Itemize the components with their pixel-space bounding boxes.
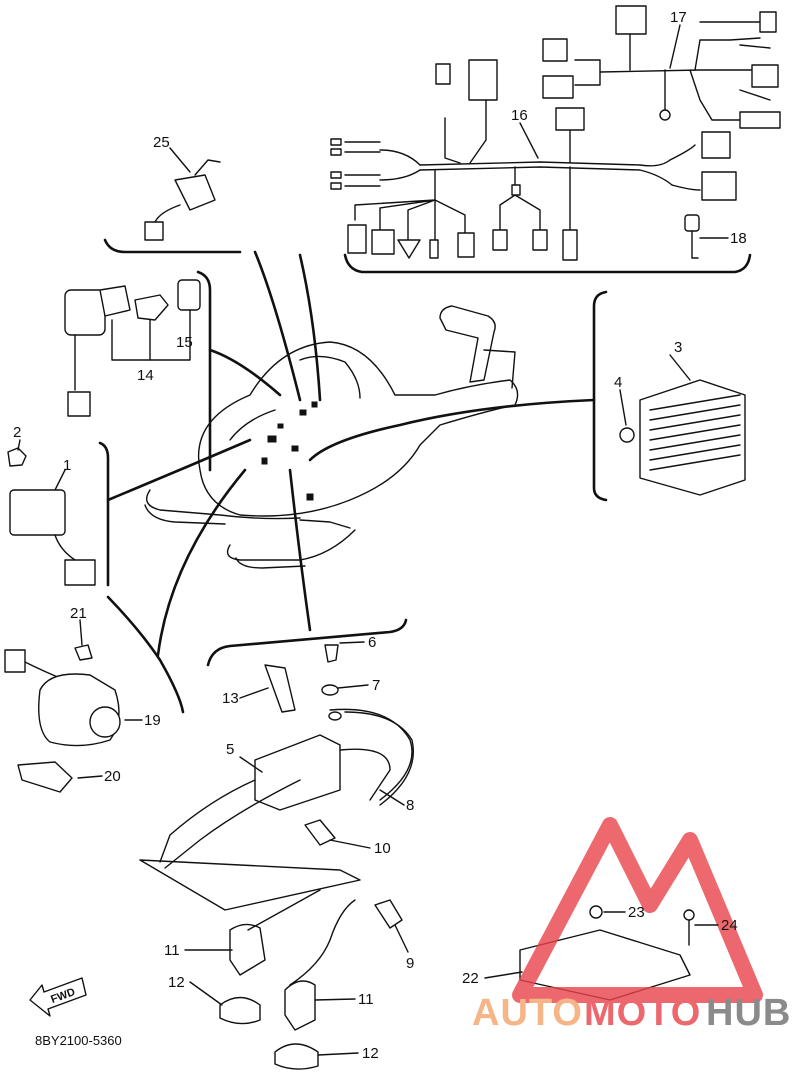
callout-2: 2 xyxy=(13,424,21,441)
callout-15: 15 xyxy=(176,334,193,351)
callout-11b: 11 xyxy=(358,991,374,1008)
callout-24: 24 xyxy=(721,917,738,934)
callout-10: 10 xyxy=(374,840,391,857)
callout-numbers: 1 2 3 4 5 6 7 8 9 10 11 11 12 12 13 14 1… xyxy=(13,9,747,1062)
callout-4: 4 xyxy=(614,374,622,391)
watermark-logo: AUTO MOTO HUB xyxy=(472,817,791,1034)
watermark-text-hub: HUB xyxy=(706,992,791,1034)
callout-17: 17 xyxy=(670,9,687,26)
callout-18: 18 xyxy=(730,230,747,247)
part-code: 8BY2100-5360 xyxy=(35,1033,122,1048)
forward-arrow: FWD xyxy=(29,977,87,1017)
mounting-bracket-part xyxy=(519,905,695,1001)
callout-21: 21 xyxy=(70,605,87,622)
spare-key-part xyxy=(684,214,700,259)
watermark-text-auto: AUTO xyxy=(472,992,583,1034)
callout-13: 13 xyxy=(222,690,239,707)
callout-12a: 12 xyxy=(168,974,185,991)
switch-part xyxy=(144,159,221,241)
callout-11a: 11 xyxy=(164,942,180,959)
ignition-coil-part xyxy=(139,644,414,1070)
callout-1: 1 xyxy=(63,457,71,474)
callout-9: 9 xyxy=(406,955,414,972)
callout-16: 16 xyxy=(511,107,528,124)
mounted-parts xyxy=(261,401,318,501)
callout-25: 25 xyxy=(153,134,170,151)
callout-14: 14 xyxy=(137,367,154,384)
callout-8: 8 xyxy=(406,797,414,814)
callout-6: 6 xyxy=(368,634,376,651)
callout-20: 20 xyxy=(104,768,121,785)
cdi-unit-part xyxy=(7,447,96,586)
regulator-part xyxy=(619,379,746,496)
callout-22: 22 xyxy=(462,970,479,987)
lighting-coil-part xyxy=(4,644,121,793)
snowmobile-outline xyxy=(144,305,519,569)
callout-leaders xyxy=(17,24,729,1056)
callout-23: 23 xyxy=(628,904,645,921)
group-brackets xyxy=(98,238,752,714)
callout-3: 3 xyxy=(674,339,682,356)
watermark-text-moto: MOTO xyxy=(584,992,701,1034)
leader-lines xyxy=(106,250,596,657)
callout-19: 19 xyxy=(144,712,161,729)
callout-12b: 12 xyxy=(362,1045,379,1062)
wire-harness xyxy=(330,5,781,261)
callout-7: 7 xyxy=(372,677,380,694)
callout-5: 5 xyxy=(226,741,234,758)
main-switch-part xyxy=(64,279,201,417)
